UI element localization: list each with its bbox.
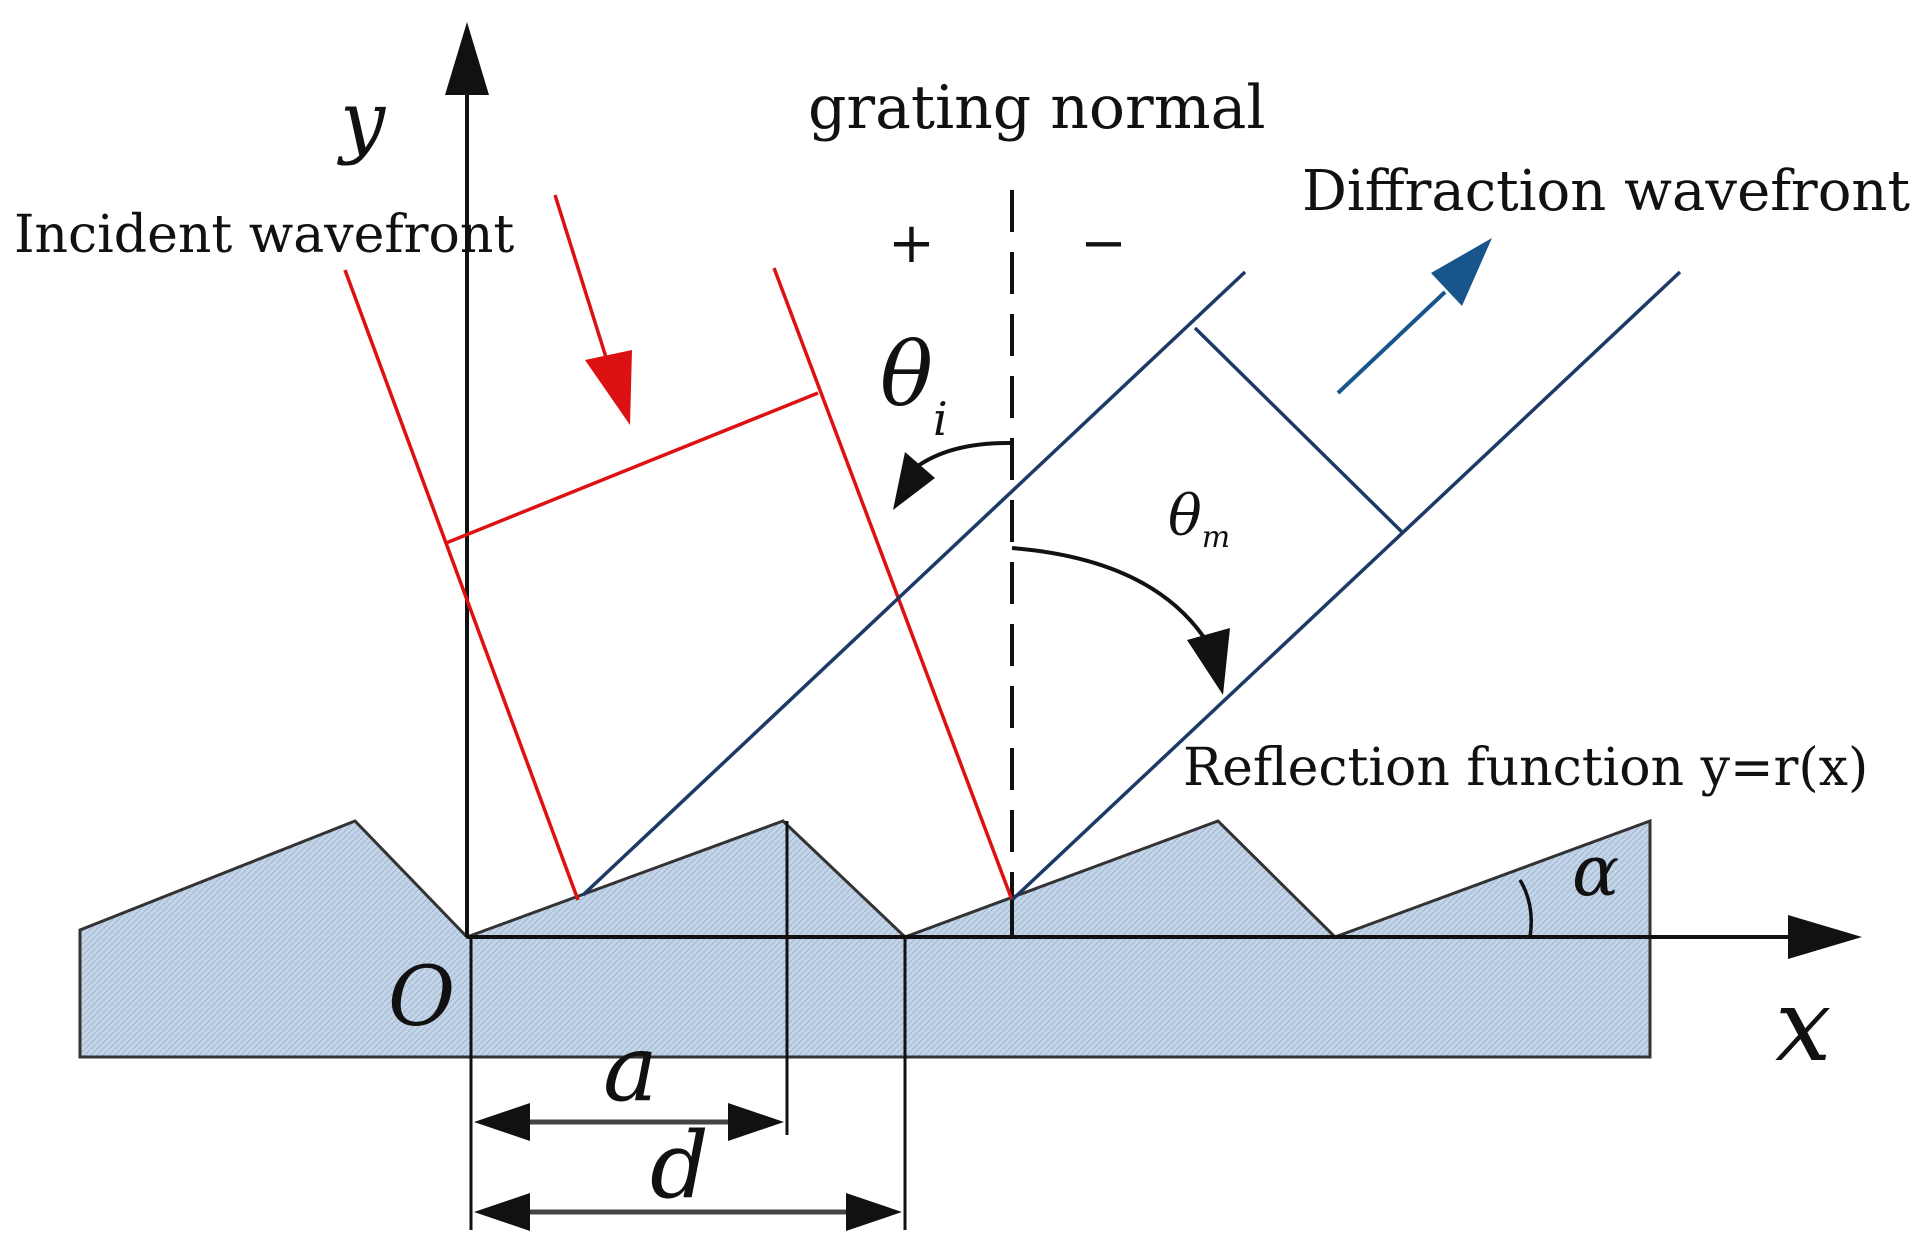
plus-sign: + <box>888 211 935 276</box>
incident-direction-arrowhead <box>585 350 632 425</box>
theta-i-label: θi <box>880 323 948 446</box>
dimension-a-arrow-right <box>728 1103 784 1141</box>
incident-ray-2 <box>772 267 1014 901</box>
diffracted-ray-1 <box>581 270 1247 897</box>
incident-ray-1 <box>343 269 580 901</box>
dimension-d-arrow-right <box>846 1193 902 1231</box>
dimension-a-label: a <box>603 1015 658 1122</box>
dimension-a-arrow-left <box>474 1103 530 1141</box>
incident-wavefront-line <box>445 391 819 545</box>
dimension-d-label: d <box>650 1112 709 1219</box>
y-axis-label: y <box>337 74 387 167</box>
theta-m-label: θm <box>1168 484 1230 555</box>
incident-direction-arrow <box>553 194 612 371</box>
diffraction-direction-arrow <box>1336 290 1447 395</box>
theta-i-arrowhead <box>893 452 935 510</box>
incident-wavefront-label: Incident wavefront <box>14 205 514 265</box>
x-axis-label: x <box>1775 967 1831 1084</box>
reflection-function-label: Reflection function y=r(x) <box>1183 738 1868 798</box>
alpha-label: α <box>1572 830 1619 912</box>
grating-normal-label: grating normal <box>808 73 1266 143</box>
y-axis-arrowhead <box>445 22 489 95</box>
alpha-arc <box>1518 879 1533 938</box>
diffracted-ray-2 <box>1010 270 1682 902</box>
minus-sign: − <box>1080 211 1127 276</box>
x-axis-arrowhead <box>1788 915 1862 959</box>
dimension-d-arrow-left <box>474 1193 530 1231</box>
theta-m-arc <box>1011 546 1214 652</box>
diffraction-direction-arrowhead <box>1431 238 1492 306</box>
theta-i-arc <box>913 440 1013 470</box>
origin-label: O <box>388 950 455 1045</box>
theta-m-arrowhead <box>1187 628 1230 695</box>
diffraction-wavefront-label: Diffraction wavefront <box>1302 159 1910 224</box>
diffraction-wavefront-line <box>1193 326 1405 535</box>
